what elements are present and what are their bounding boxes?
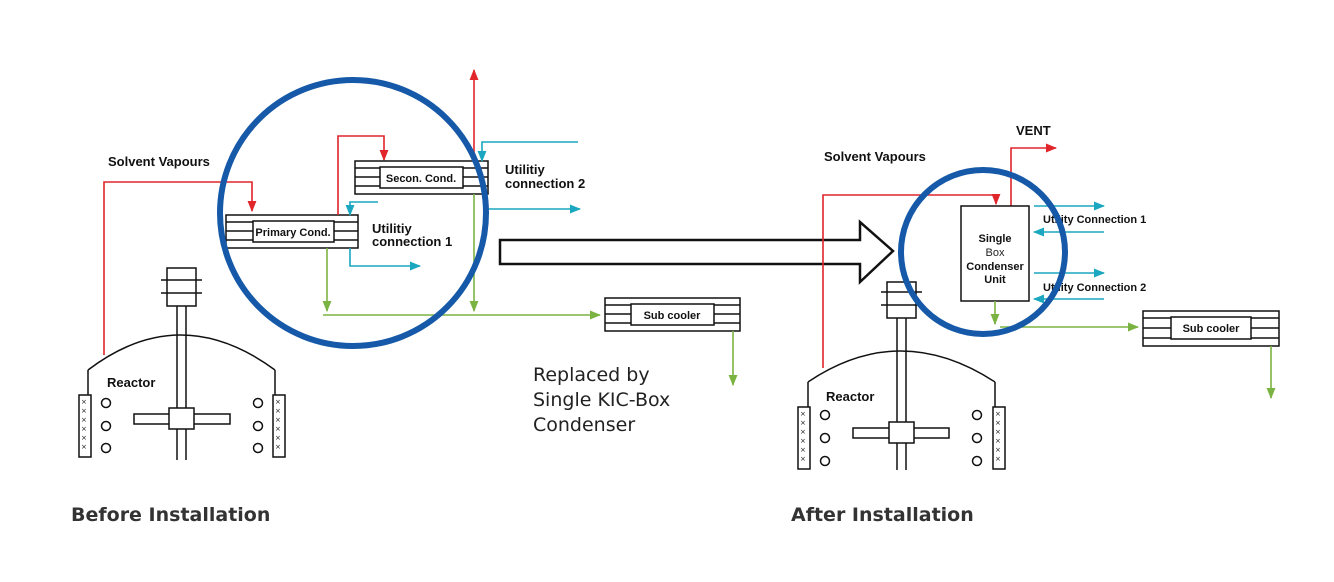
reactor-label-after: Reactor [826,389,874,404]
utility2-out [484,194,582,214]
after-caption: After Installation [791,504,974,526]
solvent-vapours-label: Solvent Vapours [108,154,210,169]
reactor-jacket-left [78,394,92,458]
reactor-dome [87,334,276,371]
vapour-line [103,181,257,355]
replaced-line2: Single KIC-Box [533,389,670,411]
solvent-vapours-label-after: Solvent Vapours [824,149,926,164]
vent-line-after [1010,143,1058,206]
svg-text:×: × [275,425,281,433]
utility1-out [349,248,422,271]
svg-text:×: × [995,455,1001,463]
before-highlight-circle [217,77,489,349]
svg-text:×: × [275,434,281,442]
unit-label-line1: Single [978,233,1011,245]
secon-cond-label: Secon. Cond. [386,173,456,185]
before-section: ×××××× ×××××× Reactor Solvent Vapours [71,68,741,526]
svg-text:×: × [995,419,1001,427]
after-highlight-circle [898,167,1068,337]
sub-cooler-label: Sub cooler [644,310,702,322]
secondary-condenser: Secon. Cond. [354,160,489,195]
before-sub-cooler: Sub cooler [604,297,741,332]
svg-text:×: × [275,407,281,415]
svg-text:×: × [81,443,87,451]
svg-text:×: × [995,446,1001,454]
svg-text:×: × [800,455,806,463]
reactor-dome-after [807,350,996,383]
svg-text:×: × [995,410,1001,418]
replaced-line1: Replaced by [533,364,650,386]
svg-text:×: × [81,398,87,406]
svg-text:×: × [81,407,87,415]
svg-text:×: × [800,428,806,436]
svg-text:×: × [81,416,87,424]
unit-label-line2: Box [986,247,1005,259]
primary-condenser: Primary Cond. [225,214,359,249]
svg-text:×: × [275,416,281,424]
svg-text:×: × [995,437,1001,445]
svg-text:×: × [995,428,1001,436]
agitator-motor [166,267,197,307]
reactor-label: Reactor [107,375,155,390]
utility1-label-after: Utility Connection 1 [1043,214,1146,226]
svg-text:×: × [275,398,281,406]
primary-cond-label: Primary Cond. [255,227,330,239]
svg-text:×: × [800,446,806,454]
utility2-label-after: Utility Connection 2 [1043,282,1146,294]
single-box-condenser: Single Box Condenser Unit [960,205,1030,302]
transition: Replaced by Single KIC-Box Condenser [498,219,895,436]
vapour-line-after [822,193,1001,368]
utility2-label-line1: Utilitiy [505,162,545,177]
svg-text:×: × [800,410,806,418]
before-reactor: ×××××× ×××××× Reactor [78,267,286,460]
svg-text:×: × [81,434,87,442]
big-arrow [498,219,895,285]
utility2-label-line2: connection 2 [505,176,585,191]
utility2-in [477,141,578,163]
svg-text:×: × [800,419,806,427]
replaced-line3: Condenser [533,414,635,436]
reactor-jacket-right [272,394,286,458]
sub-cooler-label-after: Sub cooler [1183,323,1241,335]
unit-label-line4: Unit [984,274,1006,286]
before-caption: Before Installation [71,504,270,526]
utility1-in [345,201,378,217]
utility1-label-line1: Utilitiy [372,221,412,236]
svg-text:×: × [275,443,281,451]
svg-text:×: × [800,437,806,445]
after-section: ×××××× ×××××× Reactor Solvent Vapours VE… [791,123,1280,526]
utility1-label-line2: connection 1 [372,234,452,249]
vent-label: VENT [1016,123,1051,138]
unit-label-line3: Condenser [966,261,1024,273]
vapour-line-secondary [337,135,389,215]
svg-text:×: × [81,425,87,433]
after-sub-cooler: Sub cooler [1142,310,1280,347]
after-reactor: ×××××× ×××××× Reactor [797,281,1006,470]
